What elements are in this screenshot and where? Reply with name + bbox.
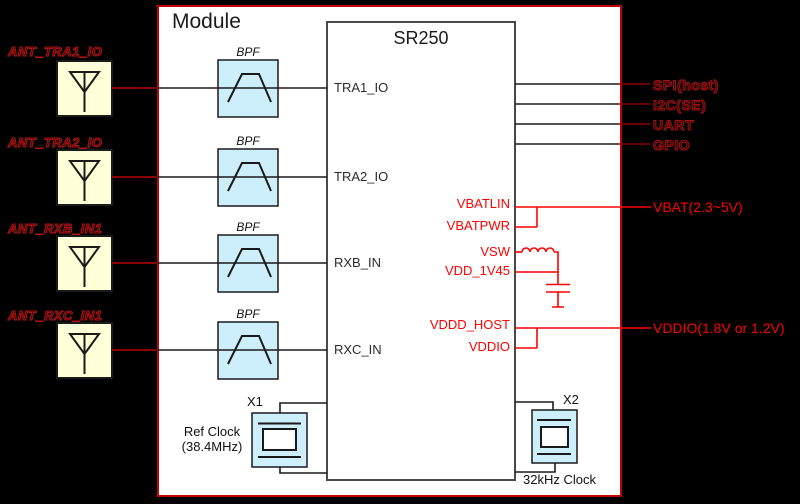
ref-clock-label: Ref Clock (38.4MHz) <box>172 424 252 454</box>
antenna-label: ANT_RXC_IN1 <box>7 308 103 324</box>
bpf-icon <box>217 59 279 380</box>
pin-tra2-io: TRA2_IO <box>334 169 389 184</box>
interface-gpio: GPIO <box>652 137 691 154</box>
pin-vsw: VSW <box>480 244 510 259</box>
pin-vbatpwr: VBATPWR <box>446 218 510 233</box>
capacitor-icon <box>546 283 570 293</box>
ground-icon <box>552 292 564 308</box>
rail-vbat: VBAT(2.3~5V) <box>653 199 743 215</box>
interface-uart: UART <box>653 117 694 134</box>
chip-title: SR250 <box>393 28 449 48</box>
inductor-icon <box>521 247 555 253</box>
interface-i2c-se: I2C(SE) <box>652 97 707 114</box>
crystal-x1-icon <box>251 402 327 474</box>
bpf-label: BPF <box>236 307 260 321</box>
antenna-label: ANT_TRA1_IO <box>7 44 103 60</box>
power-wire <box>515 206 651 349</box>
pin-rxb-in: RXB_IN <box>334 255 381 270</box>
antenna-glyph-icon <box>68 71 101 374</box>
pin-vdd-1v45: VDD_1V45 <box>444 263 510 278</box>
crystal-x2-icon <box>515 401 578 473</box>
crystal-x2-designator: X2 <box>563 392 579 407</box>
bpf-label: BPF <box>236 134 260 148</box>
pin-tra1-io: TRA1_IO <box>334 80 389 95</box>
rail-vddio: VDDIO(1.8V or 1.2V) <box>653 320 785 336</box>
bpf-label: BPF <box>236 220 260 234</box>
ref-clock-line1: Ref Clock <box>183 424 241 439</box>
antenna-label: ANT_TRA2_IO <box>7 135 103 151</box>
interface-wire <box>515 83 650 145</box>
pin-vddd-host: VDDD_HOST <box>429 317 510 332</box>
pin-rxc-in: RXC_IN <box>334 342 382 357</box>
pin-vbatlin: VBATLIN <box>456 196 510 211</box>
interface-spi-host: SPI(host) <box>653 77 719 94</box>
pin-vddio: VDDIO <box>468 339 510 354</box>
bpf-label: BPF <box>236 45 260 59</box>
module-title: Module <box>172 10 241 33</box>
ref-clock-line2: (38.4MHz) <box>181 439 243 454</box>
chip-outline <box>326 21 516 481</box>
antenna-wire <box>112 87 157 351</box>
antenna-label: ANT_RXB_IN1 <box>7 221 103 237</box>
crystal-x1-designator: X1 <box>247 394 263 409</box>
clock-32khz-label: 32kHz Clock <box>523 472 596 487</box>
